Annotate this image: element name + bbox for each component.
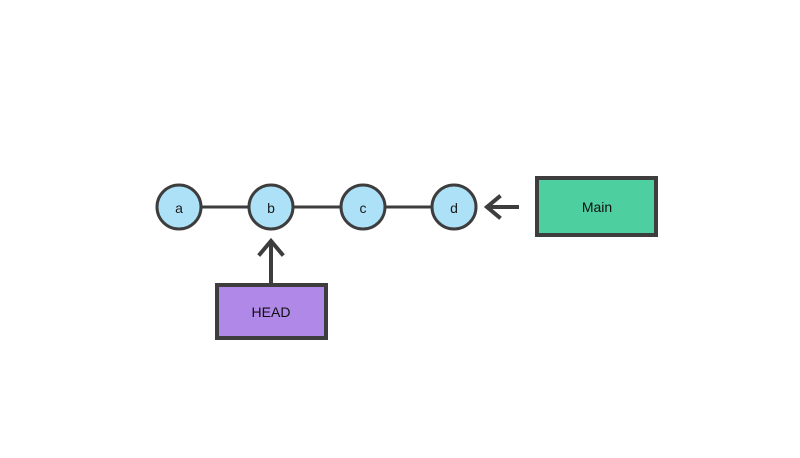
- commit-node-a[interactable]: a: [155, 183, 203, 231]
- main-box-label: Main: [582, 199, 612, 215]
- commit-label-a: a: [175, 200, 183, 216]
- commit-label-b: b: [267, 200, 275, 216]
- commit-circle-a[interactable]: [155, 183, 203, 231]
- ref-box-main[interactable]: Main: [535, 176, 658, 237]
- ref-box-head[interactable]: HEAD: [215, 283, 328, 340]
- head-box-label: HEAD: [252, 304, 291, 320]
- commit-circle-c[interactable]: [339, 183, 387, 231]
- head-box-shape[interactable]: [215, 283, 328, 340]
- commit-circle-b[interactable]: [247, 183, 295, 231]
- commit-label-c: c: [360, 200, 367, 216]
- commit-node-d[interactable]: d: [430, 183, 478, 231]
- commit-node-c[interactable]: c: [339, 183, 387, 231]
- arrow-left-head-icon: [483, 194, 502, 220]
- main-box-shape[interactable]: [535, 176, 658, 237]
- arrow-up-head-icon: [257, 237, 285, 257]
- commit-label-d: d: [450, 200, 458, 216]
- main-pointer-arrow: [483, 194, 519, 220]
- head-pointer-arrow: [257, 237, 285, 287]
- commit-circle-d[interactable]: [430, 183, 478, 231]
- commit-node-b[interactable]: b: [247, 183, 295, 231]
